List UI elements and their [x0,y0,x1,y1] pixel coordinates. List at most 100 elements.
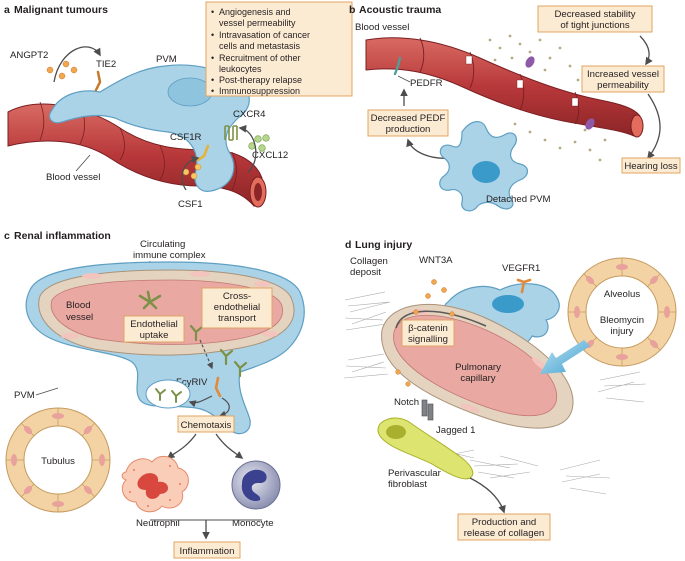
blood-vessel-label-a: Blood vessel [46,172,100,183]
beta-catenin-membrane [395,310,487,329]
panel-c-endo-nuclei [61,271,278,339]
fcgriv-label: FcγRIV [176,377,208,388]
panel-b-letter: b [349,4,355,16]
to-collagen-arrow [469,477,506,514]
inflammation-label: Inflammation [180,546,235,557]
tie2-label: TIE2 [96,59,116,70]
fibroblast-line2: fibroblast [388,479,427,490]
svg-text:•: • [211,86,214,96]
alveolus [567,257,677,367]
csf1r-label: CSF1R [170,132,202,143]
panel-d-title: Lung injury [355,239,412,251]
panel-b-title: Acoustic trauma [359,4,441,16]
bullet-0-line-2: vessel permeability [219,18,296,28]
svg-text:Recruitment of other: Recruitment of other [219,53,301,63]
svg-text:Increased vessel: Increased vessel [587,69,659,80]
panel-a-letter: a [4,4,10,16]
svg-text:Production and: Production and [472,517,537,528]
svg-text:Decreased stability: Decreased stability [554,9,635,20]
detached-pvm-nucleus [472,161,500,183]
beta-catenin-box [401,319,455,347]
panel-a-callout [205,1,353,97]
panel-a-bullet-list: • Angiogenesis and vessel permeability •… [211,7,310,96]
alveolus-label: Alveolus [604,289,640,300]
svg-text:β-catenin: β-catenin [408,323,448,334]
panel-a-title: Malignant tumours [14,4,108,16]
angpt2-arrow [53,46,101,83]
panel-a-pvm-nucleus [167,77,213,107]
csf1-dots [182,163,202,180]
endothelial-uptake-box [123,315,185,343]
wnt3a-label: WNT3A [419,255,453,266]
chemotaxis-label: Chemotaxis [181,420,232,431]
panel-c-letter: c [4,230,10,242]
hearing-loss-box [621,157,681,174]
svg-text:production: production [386,124,431,135]
svg-text:Endothelial: Endothelial [130,319,177,330]
to-neutrophil-arrow [166,433,197,459]
to-chemotaxis-arrow [218,397,230,418]
collagen-deposit-line1: Collagen [350,256,388,267]
blood-vessel-c-line1: Blood [66,300,91,311]
svg-text:leukocytes: leukocytes [219,64,262,74]
transport-arrow [199,339,213,370]
stability-arrow [639,35,653,66]
svg-text:Intravasation of cancer: Intravasation of cancer [219,30,310,40]
cxcl12-arrow [238,124,257,173]
panel-b-junctions [419,37,580,125]
circ-immune-line2: immune complex [133,250,206,261]
pedfr-receptor [393,56,402,76]
jagged1-label: Jagged 1 [436,425,475,436]
svg-text:•: • [211,53,214,63]
fibroblast-line1: Perivascular [388,468,442,479]
svg-text:Decreased PEDF: Decreased PEDF [371,113,446,124]
blood-vessel-c-line2: vessel [66,312,93,323]
svg-text:uptake: uptake [140,330,169,341]
to-monocyte-arrow [215,433,244,459]
svg-text:signalling: signalling [408,334,448,345]
monocyte-label: Monocyte [232,518,274,529]
pvm-label-a: PVM [156,54,177,65]
tubulus [5,407,111,513]
panel-b: b Acoustic trauma Blood vessel PEDFR Dec… [349,4,681,212]
svg-text:Immunosuppression: Immunosuppression [219,86,300,96]
csf1-arrow [181,155,200,191]
svg-text:of tight junctions: of tight junctions [560,20,630,31]
notch-jagged-pair [421,399,434,421]
antibody-icon-3 [219,348,234,366]
tight-junction-protein-3 [585,118,595,130]
blood-vessel-label-b: Blood vessel [355,22,409,33]
fibroblast-nucleus [386,425,406,439]
svg-text:•: • [211,75,214,85]
svg-text:release of collagen: release of collagen [464,528,545,539]
svg-text:permeability: permeability [597,80,649,91]
chemotaxis-box [177,415,235,433]
panel-c-title: Renal inflammation [14,230,111,242]
fcgriv-receptor [214,376,222,398]
vegfr1-label: VEGFR1 [502,263,540,274]
permeability-arrow [647,93,661,160]
monocyte-cell [231,460,281,510]
decreased-stability-box [537,5,653,33]
panel-a: a Malignant tumours • Angiogenesis and v… [4,1,353,210]
wnt3a-dots [425,279,447,299]
vegfr1-receptor [516,278,532,294]
junction-gaps [465,55,579,107]
antibody-icon-4 [233,360,248,378]
detached-pvm-label: Detached PVM [486,194,551,205]
tie2-receptor [94,70,102,92]
bleomycin-line1: Bleomycin [600,315,644,326]
svg-text:cells and metastasis: cells and metastasis [219,41,301,51]
svg-text:Cross-: Cross- [223,291,251,302]
tubulus-label: Tubulus [41,456,75,467]
notch-label: Notch [394,397,419,408]
neutrophil-cell [121,455,189,513]
immune-complex-icon [138,290,162,310]
svg-text:Pulmonary: Pulmonary [455,362,501,373]
csf1r-receptor [196,144,210,162]
cross-endothelial-box [201,287,273,329]
svg-text:transport: transport [218,313,256,324]
panel-d: d Lung injury Collagen deposit WNT3A VEG… [343,239,677,541]
bullet-0-line-1: Angiogenesis and [219,7,291,17]
